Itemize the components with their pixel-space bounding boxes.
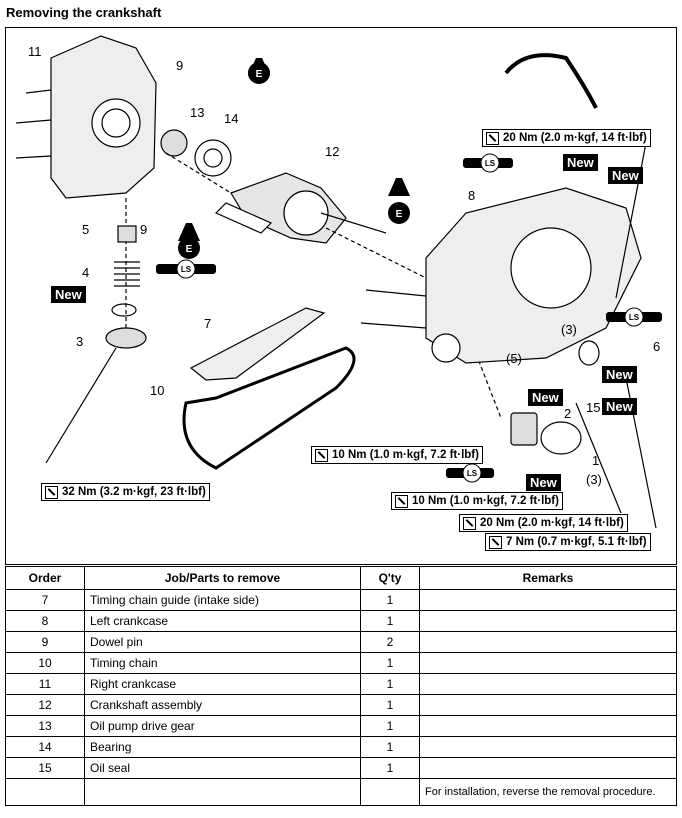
col-header-part: Job/Parts to remove (84, 566, 361, 590)
svg-text:LS: LS (181, 265, 192, 274)
new-badge: New (602, 366, 637, 383)
new-badge: New (602, 398, 637, 415)
torque-spec: 32 Nm (3.2 m·kgf, 23 ft·lbf) (41, 483, 210, 501)
torque-spec: 7 Nm (0.7 m·kgf, 5.1 ft·lbf) (485, 533, 651, 551)
torque-wrench-icon (395, 494, 408, 508)
new-badge: New (563, 154, 598, 171)
new-badge: New (51, 286, 86, 303)
part-label: 4 (82, 265, 90, 280)
part-label: 9 (176, 58, 184, 73)
part-label: (5) (506, 351, 522, 366)
table-header-row: Order Job/Parts to remove Q'ty Remarks (5, 566, 677, 590)
torque-wrench-icon (45, 485, 58, 499)
svg-text:E: E (396, 209, 403, 220)
torque-spec: 20 Nm (2.0 m·kgf, 14 ft·lbf) (482, 129, 651, 147)
part-label: 11 (28, 44, 42, 59)
part-label: 7 (204, 316, 212, 331)
torque-wrench-icon (486, 131, 499, 145)
col-header-remarks: Remarks (419, 566, 677, 590)
parts-table: Order Job/Parts to remove Q'ty Remarks 7… (5, 566, 677, 806)
installation-remark: For installation, reverse the removal pr… (419, 778, 677, 806)
page-title: Removing the crankshaft (6, 5, 162, 20)
torque-wrench-icon (489, 535, 502, 549)
col-header-qty: Q'ty (360, 566, 420, 590)
torque-spec: 10 Nm (1.0 m·kgf, 7.2 ft·lbf) (311, 446, 483, 464)
part-label: 2 (564, 406, 572, 421)
svg-text:LS: LS (629, 313, 640, 322)
torque-spec: 10 Nm (1.0 m·kgf, 7.2 ft·lbf) (391, 492, 563, 510)
part-label: 1 (592, 453, 600, 468)
part-label: 13 (190, 105, 205, 120)
svg-text:LS: LS (467, 469, 478, 478)
part-label: 10 (150, 383, 165, 398)
part-label: 12 (325, 144, 340, 159)
part-label: 8 (468, 188, 476, 203)
table-footer-row: For installation, reverse the removal pr… (5, 778, 677, 806)
part-label: (3) (561, 322, 577, 337)
svg-text:E: E (256, 69, 263, 80)
part-label: 9 (140, 222, 148, 237)
part-label: 6 (653, 339, 661, 354)
torque-spec: 20 Nm (2.0 m·kgf, 14 ft·lbf) (459, 514, 628, 532)
part-label: 3 (76, 334, 84, 349)
torque-wrench-icon (463, 516, 476, 530)
svg-text:LS: LS (485, 159, 496, 168)
part-label: (3) (586, 472, 602, 487)
new-badge: New (528, 389, 563, 406)
part-label: 5 (82, 222, 90, 237)
new-badge: New (526, 474, 561, 491)
part-label: 15 (586, 400, 601, 415)
col-header-order: Order (5, 566, 85, 590)
part-label: 14 (224, 111, 239, 126)
diagram-lines: E E E LS LS LS LS (15, 35, 662, 529)
new-badge: New (608, 167, 643, 184)
torque-wrench-icon (315, 448, 328, 462)
svg-text:E: E (186, 244, 193, 255)
